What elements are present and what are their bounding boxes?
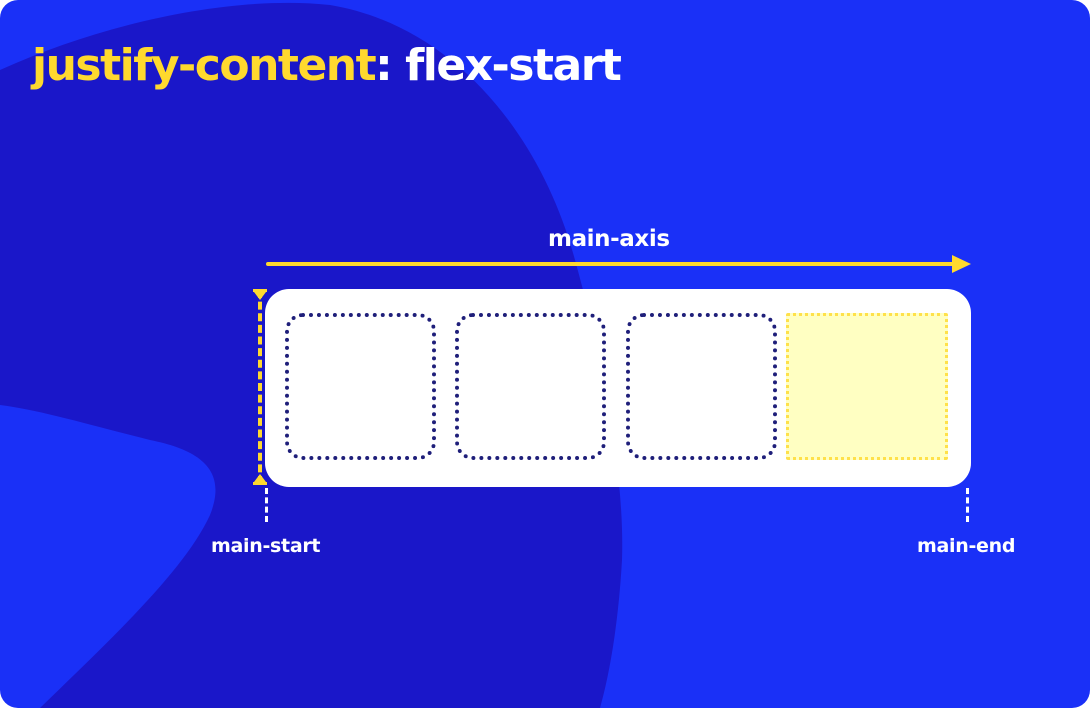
- flex-item-3: [626, 313, 777, 460]
- main-start-guide-line: [265, 488, 268, 522]
- cross-axis-top-arrow-icon: [254, 292, 266, 300]
- flex-item-2: [455, 313, 606, 460]
- cross-axis-top-cap: [253, 289, 267, 292]
- page-title: justify-content: flex-start: [32, 40, 622, 91]
- main-end-label: main-end: [917, 535, 1016, 557]
- title-separator: :: [375, 40, 406, 91]
- main-axis-arrowhead-icon: [952, 255, 971, 273]
- title-value: flex-start: [405, 40, 622, 91]
- main-axis-label: main-axis: [548, 226, 670, 252]
- cross-axis-bottom-arrow-icon: [254, 474, 266, 482]
- cross-axis-bottom-cap: [253, 482, 267, 485]
- cross-axis-dashed-line: [258, 290, 262, 484]
- main-end-guide-line: [966, 488, 969, 522]
- flex-container: [265, 289, 971, 487]
- title-property: justify-content: [32, 40, 377, 91]
- main-start-label: main-start: [211, 535, 321, 557]
- free-space-slot: [786, 313, 948, 460]
- flex-item-1: [285, 313, 436, 460]
- main-axis-arrow-line: [266, 262, 956, 266]
